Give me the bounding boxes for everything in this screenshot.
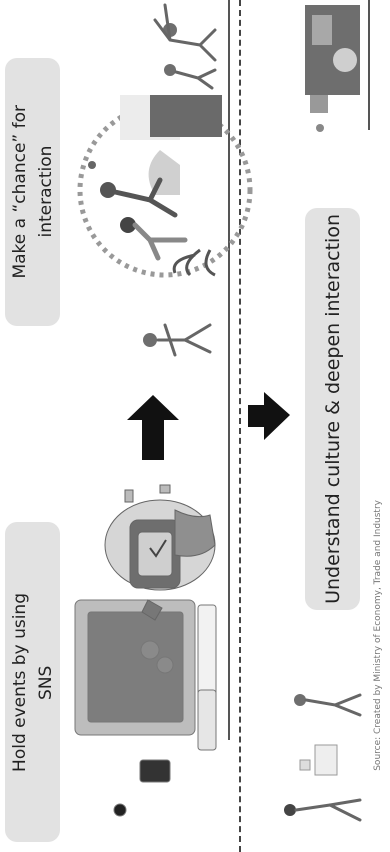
right-arrow-icon: [248, 392, 290, 440]
dancing-couple-illustration: [80, 95, 250, 275]
source-caption-text: Source: Created by Ministry of Economy, …: [373, 500, 383, 771]
jumping-person-illustration: [143, 325, 210, 355]
presenter-illustration: [305, 5, 360, 132]
discussion-people-illustration: [284, 694, 360, 820]
source-caption: Source: Created by Ministry of Economy, …: [373, 500, 387, 852]
laptop-illustration: [75, 600, 216, 816]
cheering-people-illustration: [155, 5, 215, 88]
up-arrow-icon: [127, 395, 179, 460]
